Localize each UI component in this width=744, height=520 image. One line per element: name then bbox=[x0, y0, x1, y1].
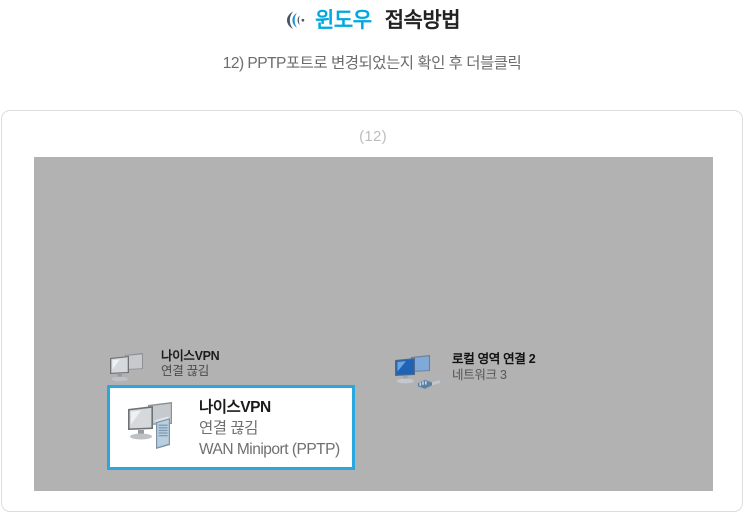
network-connections-panel: 나이스VPN 연결 끊김 bbox=[34, 157, 713, 491]
disconnected-vpn-computers-icon bbox=[124, 401, 186, 456]
callout-connection-device: WAN Miniport (PPTP) bbox=[199, 441, 340, 458]
list-item-name: 로컬 영역 연결 2 bbox=[452, 352, 536, 366]
callout-connection-name: 나이스VPN bbox=[199, 399, 271, 416]
list-item[interactable]: 나이스VPN 연결 끊김 bbox=[107, 349, 220, 391]
wave-signal-logo-icon bbox=[284, 9, 306, 31]
page-header: 윈도우 접속방법 12) PPTP포트로 변경되었는지 확인 후 더블클릭 bbox=[0, 0, 744, 73]
list-item[interactable]: 로컬 영역 연결 2 네트워크 3 bbox=[392, 351, 536, 400]
callout-connection-status: 연결 끊김 bbox=[199, 420, 258, 437]
list-item-text: 나이스VPN 연결 끊김 bbox=[161, 349, 220, 379]
page-title: 윈도우 접속방법 bbox=[0, 5, 744, 33]
list-item-status: 네트워크 3 bbox=[452, 368, 507, 382]
step-number-label: (12) bbox=[359, 128, 387, 145]
highlighted-selection-callout[interactable]: 나이스VPN 연결 끊김 WAN Miniport (PPTP) bbox=[107, 385, 355, 470]
list-item-status: 연결 끊김 bbox=[161, 364, 209, 378]
screenshot-card: (12) 나이스VPN 연결 bbox=[1, 110, 743, 512]
page-title-brand: 윈도우 bbox=[314, 9, 372, 32]
callout-text: 나이스VPN 연결 끊김 WAN Miniport (PPTP) bbox=[199, 397, 340, 460]
page-title-rest: 접속방법 bbox=[384, 9, 461, 32]
callout-content: 나이스VPN 연결 끊김 WAN Miniport (PPTP) bbox=[124, 397, 340, 460]
list-item-name: 나이스VPN bbox=[161, 349, 220, 363]
active-lan-computers-icon bbox=[392, 355, 442, 400]
disconnected-vpn-computers-icon bbox=[107, 352, 151, 391]
page-subtitle: 12) PPTP포트로 변경되었는지 확인 후 더블클릭 bbox=[222, 55, 522, 72]
list-item-text: 로컬 영역 연결 2 네트워크 3 bbox=[452, 351, 536, 383]
